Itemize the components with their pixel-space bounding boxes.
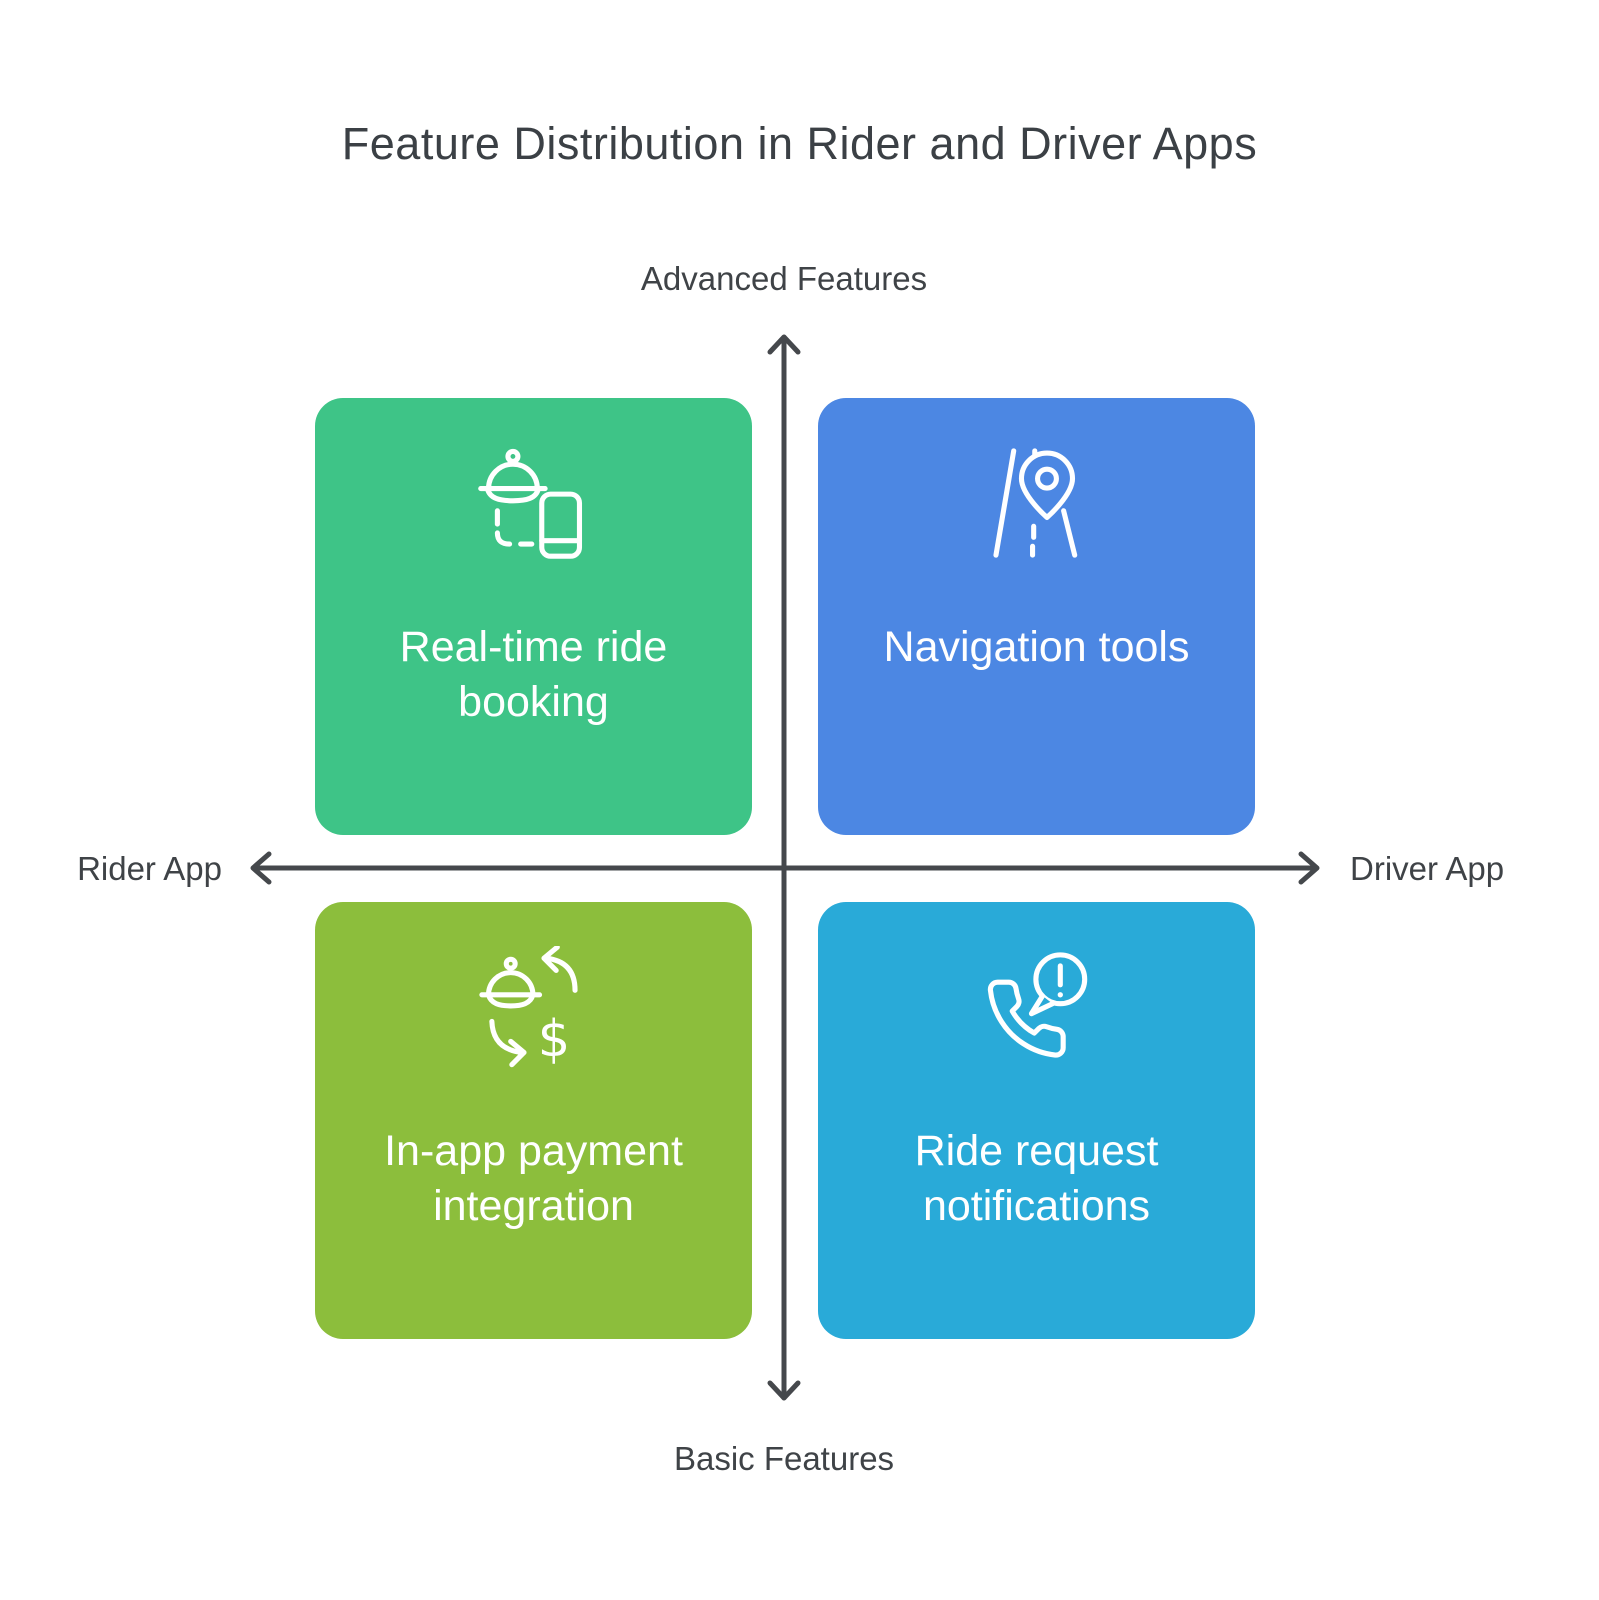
navigation-road-pin-icon xyxy=(818,442,1255,564)
quadrant-label: Real-time ride booking xyxy=(399,623,668,726)
axis-label-basic-features: Basic Features xyxy=(673,1440,895,1477)
quadrant-label: In-app payment integration xyxy=(384,1127,683,1230)
arrow-down-icon xyxy=(767,1380,801,1401)
axis-label-advanced-features: Advanced Features xyxy=(640,260,928,297)
arrow-up-icon xyxy=(767,334,801,355)
arrow-left-icon xyxy=(250,851,272,885)
arrow-right-icon xyxy=(1298,851,1320,885)
quadrant-card-top-left: Real-time ride booking xyxy=(315,398,752,835)
ride-notification-phone-icon xyxy=(818,946,1255,1068)
chart-title: Feature Distribution in Rider and Driver… xyxy=(341,118,1258,169)
quadrant-card-bottom-right: Ride request notifications xyxy=(818,902,1255,1339)
payment-exchange-icon: $ xyxy=(315,946,752,1068)
quadrant-label: Ride request notifications xyxy=(914,1127,1159,1230)
axis-label-driver-app: Driver App xyxy=(1350,850,1505,887)
quadrant-card-top-right: Navigation tools xyxy=(818,398,1255,835)
quadrant-card-bottom-left: $ In-app payment integration xyxy=(315,902,752,1339)
dollar-sign-glyph: $ xyxy=(537,1010,569,1068)
quadrant-label: Navigation tools xyxy=(883,623,1190,671)
axis-label-rider-app: Rider App xyxy=(77,850,222,887)
ride-booking-cloche-phone-icon xyxy=(315,442,752,564)
